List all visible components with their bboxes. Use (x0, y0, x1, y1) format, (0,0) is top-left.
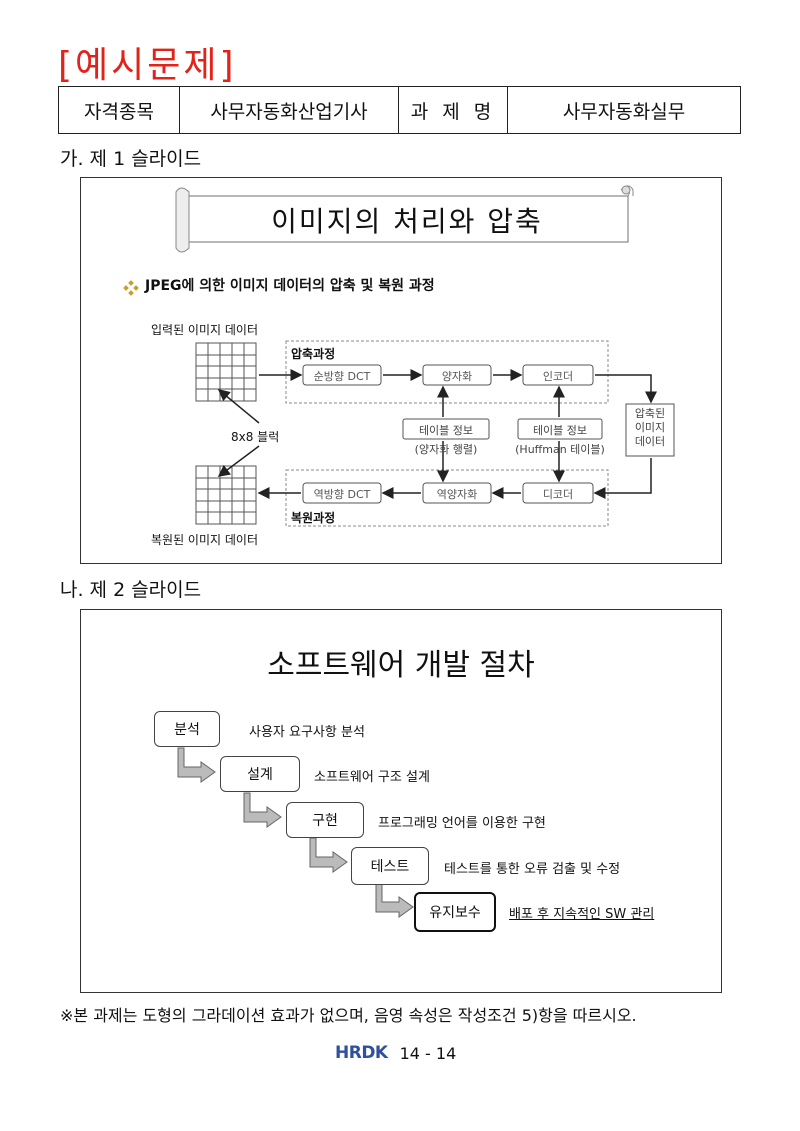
table1-sub: (양자화 행렬) (414, 443, 478, 456)
step-arrow-3 (309, 837, 348, 873)
input-data-label: 입력된 이미지 데이터 (151, 323, 258, 337)
step-arrow-1 (177, 747, 216, 783)
restore-label: 복원과정 (291, 511, 336, 525)
input-grid (195, 342, 257, 402)
slide-1-canvas (123, 185, 675, 527)
flow-arrows (217, 369, 657, 499)
bullet-diamond-icon (123, 280, 139, 296)
section-1-label: 가. 제 1 슬라이드 (60, 148, 202, 170)
value-qualification: 사무자동화산업기사 (179, 86, 399, 134)
slide-2-title: 소프트웨어 개발 절차 (267, 648, 535, 683)
output-data-label: 복원된 이미지 데이터 (151, 533, 258, 547)
step-arrow-2 (243, 792, 282, 828)
scroll-banner (175, 185, 634, 253)
step-desc-analysis: 사용자 요구사항 분석 (249, 725, 365, 740)
step-box-test: 테스트 (351, 847, 429, 885)
idct-label: 역방향 DCT (313, 488, 371, 501)
footer: HRDK 14 - 14 (335, 1043, 456, 1063)
compressed-line3: 데이터 (634, 435, 666, 448)
step-box-design: 설계 (220, 756, 300, 792)
table2-title: 테이블 정보 (532, 424, 588, 437)
block-label: 8x8 블럭 (231, 430, 280, 444)
box-decoder (522, 482, 594, 504)
slide-1-bullet: JPEG에 의한 이미지 데이터의 압축 및 복원 과정 (145, 278, 435, 294)
box-compressed (625, 403, 675, 457)
step-arrow-4 (375, 882, 414, 918)
hrdk-logo: HRDK (335, 1043, 388, 1063)
footnote: ※본 과제는 도형의 그라데이션 효과가 없으며, 음영 속성은 작성조건 5)… (60, 1006, 637, 1025)
output-grid (195, 465, 257, 525)
compress-region (285, 340, 609, 404)
dequant-label: 역양자화 (436, 488, 478, 501)
label-qualification: 자격종목 (58, 86, 180, 134)
step-desc-maintenance: 배포 후 지속적인 SW 관리 (509, 907, 655, 922)
compress-label: 압축과정 (291, 347, 336, 361)
box-idct (302, 482, 382, 504)
restore-region (285, 469, 609, 527)
box-table2 (517, 418, 603, 440)
fdct-label: 순방향 DCT (313, 370, 371, 383)
step-box-implement: 구현 (286, 802, 364, 838)
table1-title: 테이블 정보 (418, 424, 474, 437)
quant-label: 양자화 (441, 370, 473, 383)
slide-1-title: 이미지의 처리와 압축 (271, 205, 543, 238)
section-2-label: 나. 제 2 슬라이드 (60, 579, 202, 601)
compressed-data-label: 압축된 이미지 데이터 (626, 407, 674, 449)
slide-1: 이미지의 처리와 압축 JPEG에 의한 이미지 데이터의 압축 및 복원 과정… (80, 177, 722, 564)
step-desc-test: 테스트를 통한 오류 검출 및 수정 (444, 862, 621, 877)
page-number: 14 - 14 (399, 1043, 457, 1063)
step-box-analysis: 분석 (154, 711, 220, 747)
encoder-label: 인코더 (542, 370, 574, 383)
step-box-maintenance: 유지보수 (414, 892, 496, 932)
info-table: 자격종목 사무자동화산업기사 과 제 명 사무자동화실무 (58, 86, 741, 134)
slide-2: 소프트웨어 개발 절차 분석 사용자 요구사항 분석 설계 소프트웨어 구조 설… (80, 609, 722, 993)
table2-sub: (Huffman 테이블) (515, 443, 605, 456)
step-desc-implement: 프로그래밍 언어를 이용한 구현 (378, 816, 546, 831)
step-desc-design: 소프트웨어 구조 설계 (314, 770, 430, 785)
page-title: [예시문제] (58, 45, 237, 86)
compressed-line2: 이미지 (634, 421, 666, 434)
box-table1 (402, 418, 490, 440)
slide-2-arrows (177, 747, 414, 918)
label-task-name: 과 제 명 (398, 86, 508, 134)
decoder-label: 디코더 (542, 488, 574, 501)
box-dequant (422, 482, 492, 504)
box-fdct (302, 364, 382, 386)
value-task-name: 사무자동화실무 (507, 86, 741, 134)
box-encoder (522, 364, 594, 386)
compressed-line1: 압축된 (634, 407, 666, 420)
box-quant (422, 364, 492, 386)
